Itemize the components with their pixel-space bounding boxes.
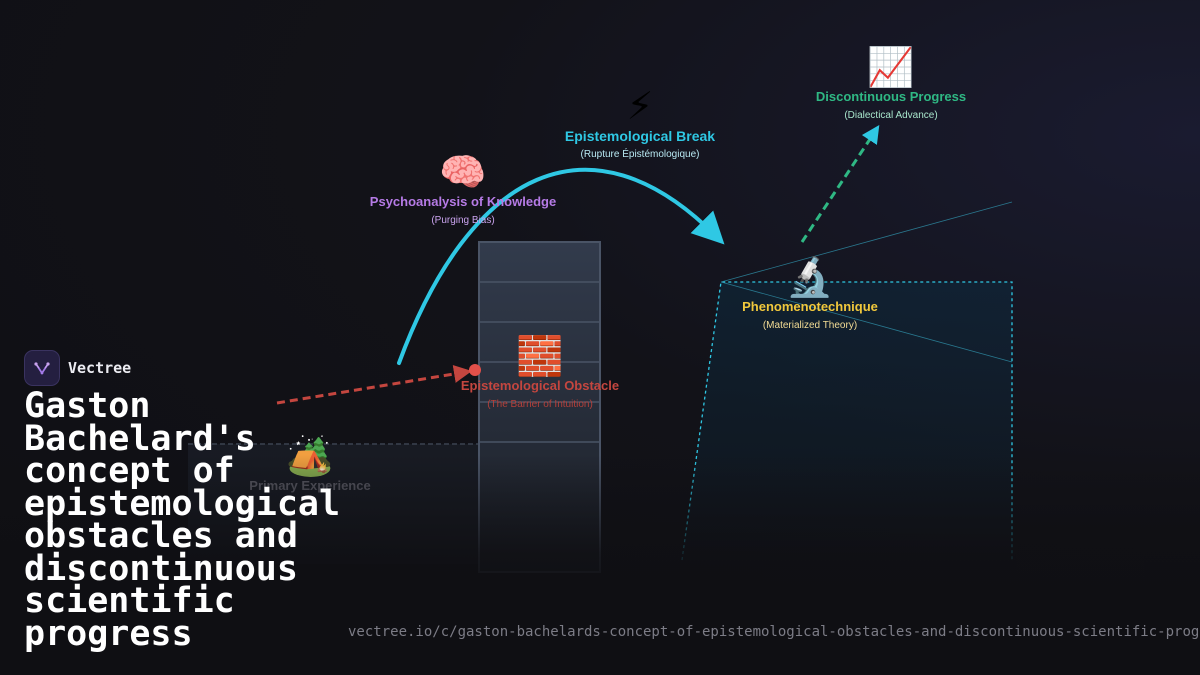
lightning-icon: ⚡	[626, 84, 654, 128]
progress-arrow	[800, 124, 880, 243]
brand: Vectree	[24, 350, 131, 386]
progress-label: Discontinuous Progress	[815, 89, 967, 104]
brand-name: Vectree	[68, 359, 132, 377]
psychoanalysis-label: Psychoanalysis of Knowledge	[369, 194, 557, 209]
obstacle-sublabel: (The Barrier of Intuition)	[487, 399, 593, 410]
obstacle-label: Epistemological Obstacle	[460, 378, 620, 393]
brick-wall-icon: 🧱	[516, 334, 564, 378]
node-epistemological-break: ⚡ Epistemological Break (Rupture Épistém…	[565, 84, 715, 162]
brain-icon: 🧠	[439, 150, 487, 194]
node-discontinuous-progress: 📈 Discontinuous Progress (Dialectical Ad…	[816, 45, 966, 123]
node-phenomenotechnique: 🔬 Phenomenotechnique (Materialized Theor…	[742, 255, 878, 333]
node-epistemological-obstacle: 🧱 Epistemological Obstacle (The Barrier …	[461, 334, 619, 412]
microscope-icon: 🔬	[786, 255, 834, 299]
obstacle-collision-arrow	[276, 364, 481, 405]
phenomenotechnique-sublabel: (Materialized Theory)	[762, 320, 858, 331]
node-psychoanalysis: 🧠 Psychoanalysis of Knowledge (Purging B…	[370, 150, 556, 228]
psychoanalysis-sublabel: (Purging Bias)	[431, 215, 495, 226]
phenomenotechnique-label: Phenomenotechnique	[742, 299, 878, 314]
chart-increasing-icon: 📈	[867, 45, 915, 89]
page-title: Gaston Bachelard's concept of epistemolo…	[24, 386, 341, 654]
break-sublabel: (Rupture Épistémologique)	[580, 149, 700, 160]
vectree-logo-icon	[24, 350, 60, 386]
source-url: vectree.io/c/gaston-bachelards-concept-o…	[348, 624, 1200, 640]
break-label: Epistemological Break	[564, 128, 716, 144]
progress-sublabel: (Dialectical Advance)	[844, 110, 938, 121]
epistemological-break-arc	[397, 167, 725, 365]
